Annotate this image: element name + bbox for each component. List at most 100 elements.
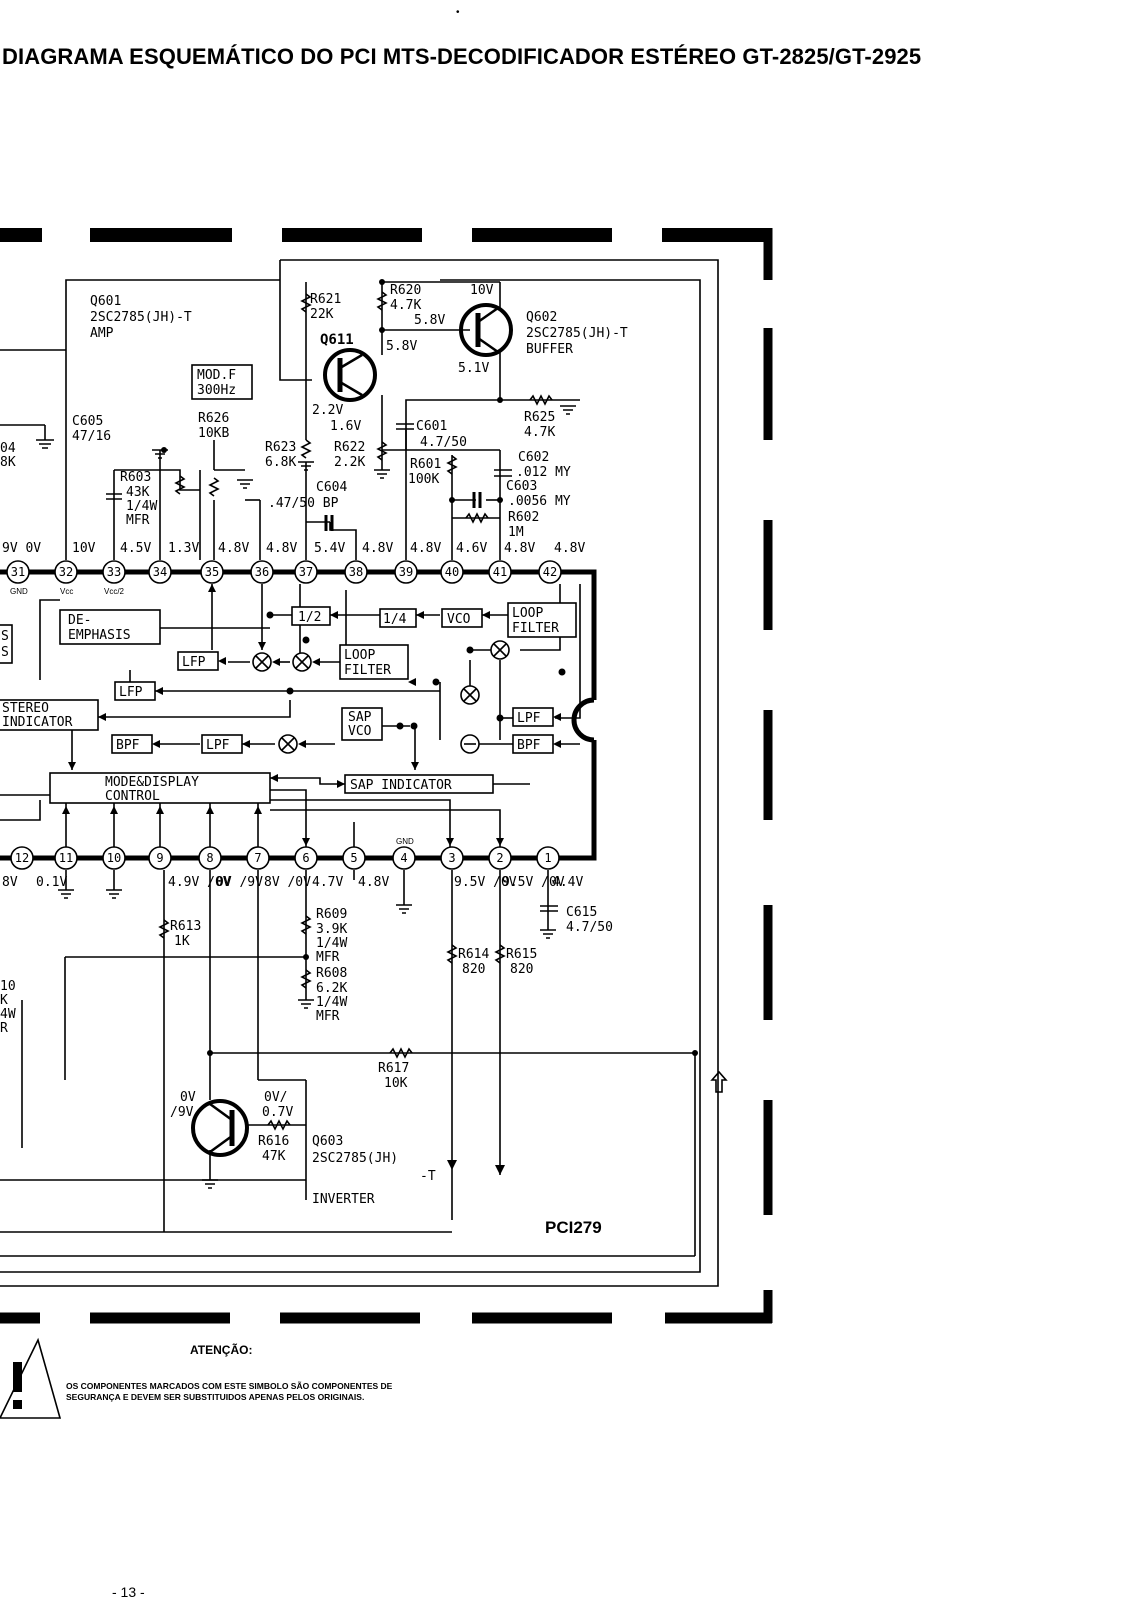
label-r626: R626: [198, 411, 229, 426]
label-q602-func: BUFFER: [526, 342, 573, 357]
sap-vco-block: [341, 707, 383, 741]
top-pin-voltages: 9V 0V 10V 4.5V 1.3V 4.8V 4.8V 5.4V 4.8V …: [2, 541, 585, 596]
label-r608-val: 6.2K: [316, 981, 347, 996]
label-q601-type: 2SC2785(JH)-T: [90, 310, 192, 325]
pin-number: 1: [544, 851, 551, 865]
label-q603-func: INVERTER: [312, 1192, 375, 1207]
pin-1: [536, 846, 560, 870]
pin-12: [10, 846, 34, 870]
label-r610-partial: 10: [0, 979, 16, 994]
top-wiring: [0, 260, 580, 560]
transistor-q602: [459, 303, 513, 357]
pin-number: 36: [255, 565, 269, 579]
mixer-icon: [460, 685, 480, 705]
pin-number: 38: [349, 565, 363, 579]
loop-filter-block-2: [339, 644, 409, 680]
pin-number: 11: [59, 851, 73, 865]
label-c601: C601: [416, 419, 447, 434]
pin-number: 7: [254, 851, 261, 865]
label-c602: C602: [518, 450, 549, 465]
board-border: [0, 228, 773, 1324]
label-r617-val: 10K: [384, 1076, 408, 1091]
mixer-icon: [252, 652, 272, 672]
label-r608-type: MFR: [316, 1009, 340, 1024]
block-label: S: [1, 629, 9, 644]
block-label: CONTROL: [105, 789, 160, 804]
label-c605-val: 47/16: [72, 429, 111, 444]
label-r608-w: 1/4W: [316, 995, 347, 1010]
label-r614: R614: [458, 947, 489, 962]
label-r621: R621: [310, 292, 341, 307]
pin-function: GND: [396, 837, 414, 846]
pin-voltage: 4.8V: [218, 541, 249, 556]
pin-number: 33: [107, 565, 121, 579]
label-r626-val: 10KB: [198, 426, 229, 441]
label-q603-suffix: -T: [420, 1169, 436, 1184]
stray-mark: •: [456, 7, 460, 18]
label-r603: R603: [120, 470, 151, 485]
label-r617: R617: [378, 1061, 409, 1076]
label-r610-partial: K: [0, 993, 8, 1008]
bottom-pin-numbers: 12 11 10 9 8 7 6 5 4 3 2 1: [15, 851, 552, 865]
block-label: MODE&DISPLAY: [105, 775, 199, 790]
pin-38: [344, 560, 368, 584]
pin-2: [488, 846, 512, 870]
pin-voltage: 9.5V /0V: [454, 875, 517, 890]
divider-quarter-block: [379, 608, 417, 628]
block-label: DE-: [68, 613, 91, 628]
label-r615-val: 820: [510, 962, 533, 977]
pin-number: 39: [399, 565, 413, 579]
pin-number: 5: [350, 851, 357, 865]
block-label: BPF: [517, 738, 541, 753]
pin-number: 2: [496, 851, 503, 865]
pin-35: [200, 560, 224, 584]
warning-triangle-icon: [0, 1337, 62, 1419]
pin-number: 31: [11, 565, 25, 579]
subtractor-icon: [460, 734, 480, 754]
pin-number: 34: [153, 565, 167, 579]
mixer-icon: [278, 734, 298, 754]
mixer-icon: [490, 640, 510, 660]
block-label: BPF: [116, 738, 140, 753]
block-label: LPF: [517, 711, 541, 726]
transistor-q611: [323, 348, 377, 402]
pin-5: [342, 846, 366, 870]
label-r620-val: 4.7K: [390, 298, 421, 313]
label-r610-partial: R: [0, 1021, 8, 1036]
label-r609-type: MFR: [316, 950, 340, 965]
component-labels: Q601 2SC2785(JH)-T AMP Q602 2SC2785(JH)-…: [0, 283, 628, 1207]
pin-voltage: 4.9V /0V: [168, 875, 231, 890]
pin-40: [440, 560, 464, 584]
pin-3: [440, 846, 464, 870]
pin-voltage: 0.1V: [36, 875, 67, 890]
pin-number: 41: [493, 565, 507, 579]
pin-number: 40: [445, 565, 459, 579]
pin-number: 12: [15, 851, 29, 865]
pin-voltage: 0V /9V: [216, 875, 263, 890]
label-r625: R625: [524, 410, 555, 425]
block-label: S: [1, 645, 9, 660]
label-q601-func: AMP: [90, 326, 114, 341]
voltage-label: 0V: [180, 1090, 196, 1105]
page-title: DIAGRAMA ESQUEMÁTICO DO PCI MTS-DECODIFI…: [2, 44, 922, 69]
label-c605: C605: [72, 414, 103, 429]
pin-11: [54, 846, 78, 870]
block-label: LPF: [206, 738, 230, 753]
label-r602-val: 1M: [508, 525, 524, 540]
pin-number: 10: [107, 851, 121, 865]
pin-32: [54, 560, 78, 584]
label-r625-val: 4.7K: [524, 425, 555, 440]
pin-number: 42: [543, 565, 557, 579]
block-label: LFP: [119, 685, 143, 700]
label-c602-val: .012 MY: [516, 465, 571, 480]
pin-41: [488, 560, 512, 584]
pin-number: 37: [299, 565, 313, 579]
block-label: MOD.F: [197, 368, 236, 383]
voltage-label: 1.6V: [330, 419, 361, 434]
voltage-label: 0V/: [264, 1090, 287, 1105]
pin-number: 4: [400, 851, 407, 865]
pin-number: 9: [156, 851, 163, 865]
label-r609: R609: [316, 907, 347, 922]
pin-voltage: 9.5V /0V: [502, 875, 565, 890]
label-r615: R615: [506, 947, 537, 962]
